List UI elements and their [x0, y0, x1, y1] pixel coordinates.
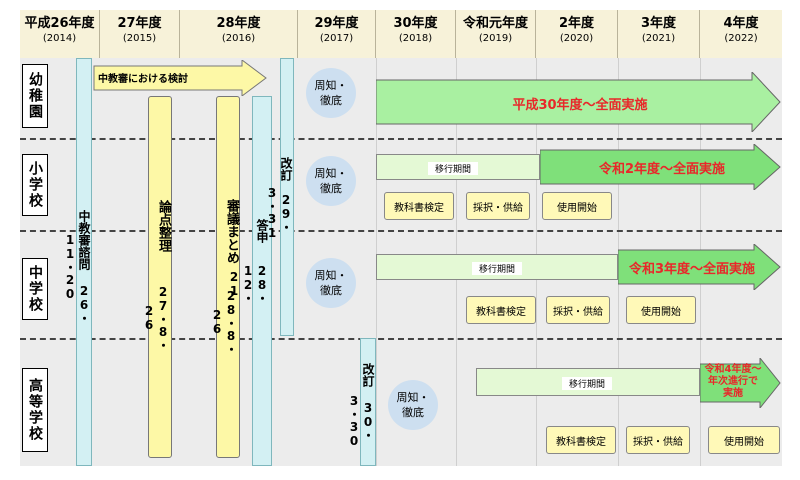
year-label: 平成26年度	[24, 16, 95, 31]
elem-adoption-box: 採択・供給	[466, 192, 530, 220]
ronten-date: 27・8・26	[142, 285, 170, 351]
publicize-circle: 周知・ 徹底	[388, 380, 438, 430]
year-sub: (2021)	[641, 33, 676, 44]
row-divider	[20, 338, 782, 340]
shingi-date: 28・8・26	[210, 289, 238, 355]
category-elementary: 小学校	[22, 154, 48, 216]
year-sub: (2014)	[42, 33, 77, 44]
hs-impl-arrow	[700, 358, 781, 408]
hs-adoption-box: 採択・供給	[626, 426, 690, 454]
consultation-column	[76, 58, 92, 466]
kaitei-2017-label: 改訂	[279, 157, 293, 181]
consultation-text: 中教審諮問 26・11・20	[63, 210, 91, 324]
year-label: 2年度	[558, 16, 595, 31]
kaitei-2017-column	[280, 58, 294, 336]
jhs-transition-label: 移行期間	[472, 262, 522, 275]
year-label: 3年度	[640, 16, 677, 31]
ronten-label: 論点整理	[156, 200, 171, 252]
year-sub: (2019)	[478, 33, 513, 44]
toshin-label: 答申	[255, 219, 269, 243]
year-label: 27年度	[117, 16, 162, 31]
year-sub: (2018)	[398, 33, 433, 44]
hs-transition-label: 移行期間	[562, 377, 612, 390]
hs-use-box: 使用開始	[708, 426, 780, 454]
kaitei-2018-label: 改訂	[361, 363, 375, 387]
jhs-adoption-box: 採択・供給	[546, 296, 610, 324]
year-label: 28年度	[216, 16, 261, 31]
category-high-school: 高等学校	[22, 368, 48, 452]
elem-use-box: 使用開始	[542, 192, 612, 220]
shingi-bar	[216, 96, 240, 458]
publicize-circle: 周知・ 徹底	[306, 68, 356, 118]
year-sub: (2020)	[559, 33, 594, 44]
year-sub: (2017)	[319, 33, 354, 44]
ronten-bar	[148, 96, 172, 458]
year-header-7: 3年度 (2021)	[618, 10, 700, 58]
elem-impl-arrow	[540, 144, 781, 190]
category-junior-high: 中学校	[22, 258, 48, 320]
year-sub: (2022)	[724, 33, 758, 44]
publicize-circle: 周知・ 徹底	[306, 156, 356, 206]
row-divider	[20, 230, 782, 232]
hs-textbook-box: 教科書検定	[546, 426, 616, 454]
kindergarten-impl-label: 平成30年度～全面実施	[512, 98, 648, 113]
elem-textbook-box: 教科書検定	[384, 192, 454, 220]
jhs-use-box: 使用開始	[626, 296, 696, 324]
kindergarten-impl-arrow	[376, 72, 781, 132]
year-header-0: 平成26年度 (2014)	[20, 10, 100, 58]
row-divider	[20, 138, 782, 140]
year-sub: (2015)	[122, 33, 157, 44]
review-label: 中教審における検討	[98, 74, 188, 85]
year-sub: (2016)	[221, 33, 256, 44]
elem-impl-label: 令和2年度～全面実施	[598, 162, 726, 177]
year-header-2: 28年度 (2016)	[180, 10, 298, 58]
toshin-date: 28・12・21	[227, 264, 269, 304]
year-header-3: 29年度 (2017)	[298, 10, 376, 58]
jhs-impl-arrow	[618, 244, 781, 290]
year-header-5: 令和元年度 (2019)	[456, 10, 536, 58]
hs-impl-label: 令和4年度～ 年次進行で 実施	[704, 364, 762, 399]
year-header-6: 2年度 (2020)	[536, 10, 618, 58]
year-label: 30年度	[393, 16, 438, 31]
shingi-label: 審議まとめ	[224, 198, 239, 264]
kaitei-2018-date: 30・3・30	[347, 394, 375, 448]
elem-transition-label: 移行期間	[428, 162, 478, 175]
toshin-column	[252, 96, 272, 466]
year-label: 4年度	[723, 16, 759, 31]
year-header-4: 30年度 (2018)	[376, 10, 456, 58]
publicize-circle: 周知・ 徹底	[306, 258, 356, 308]
kaitei-2018-column	[360, 338, 376, 466]
kaitei-2017-date: 29・3・31	[265, 186, 293, 240]
jhs-textbook-box: 教科書検定	[466, 296, 536, 324]
year-header-1: 27年度 (2015)	[100, 10, 180, 58]
year-header-8: 4年度 (2022)	[700, 10, 782, 58]
category-kindergarten: 幼稚園	[22, 64, 48, 128]
year-label: 29年度	[314, 16, 359, 31]
year-label: 令和元年度	[462, 16, 528, 31]
review-arrow	[93, 60, 267, 96]
jhs-impl-label: 令和3年度～全面実施	[628, 262, 756, 277]
